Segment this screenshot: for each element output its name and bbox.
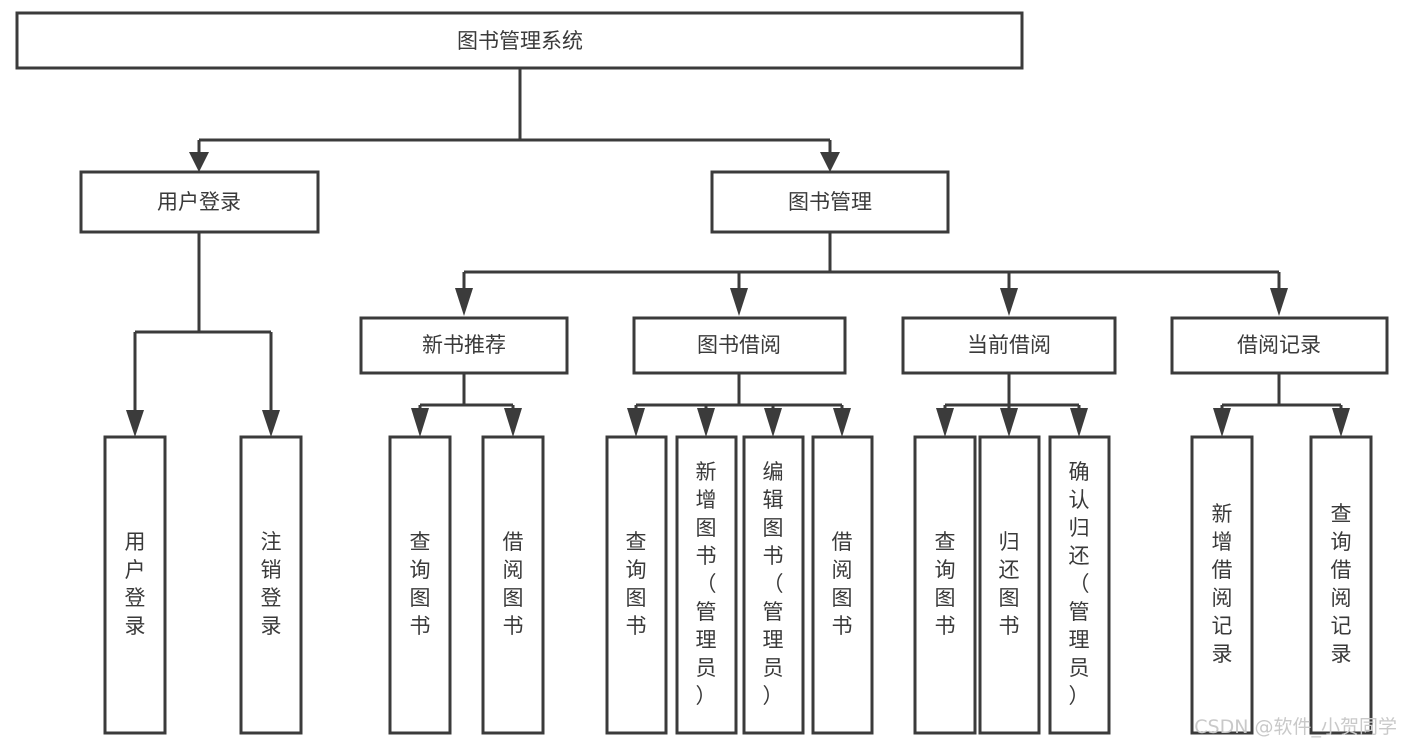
arrow-head-leaf-add-record [1213,408,1231,437]
node-leaf-query-book-1-box[interactable] [388,435,452,735]
arrow-head-leaf-query-record [1332,408,1350,437]
node-leaf-query-book-1[interactable]: 查询图书 [388,435,452,735]
arrow-head-leaf-confirm-return [1070,408,1088,437]
node-leaf-return-book[interactable]: 归还图书 [978,435,1041,735]
node-leaf-edit-book-label: 编辑图书（管理员） [763,460,784,708]
arrow-head-leaf-query-book-3 [936,408,954,437]
node-leaf-query-book-3[interactable]: 查询图书 [913,435,977,735]
arrow-head-current-borrow [1000,288,1018,316]
node-user-login-label: 用户登录 [157,190,241,214]
node-book-borrow[interactable]: 图书借阅 [632,316,847,375]
node-root-label: 图书管理系统 [457,29,583,53]
node-leaf-edit-book[interactable]: 编辑图书（管理员） [742,435,805,735]
node-leaf-user-logout[interactable]: 注销登录 [239,435,303,735]
node-leaf-borrow-book-2-label: 借阅图书 [832,530,853,638]
node-leaf-confirm-return-label: 确认归还（管理员） [1069,460,1090,708]
node-borrow-record-box[interactable] [1170,316,1389,375]
node-current-borrow[interactable]: 当前借阅 [901,316,1117,375]
node-leaf-user-login-label: 用户登录 [125,530,146,638]
csdn-watermark: CSDN @软件_小贺同学 [1194,716,1397,738]
node-leaf-add-record-box[interactable] [1190,435,1254,735]
node-leaf-return-book-box[interactable] [978,435,1041,735]
node-leaf-query-book-2[interactable]: 查询图书 [605,435,668,735]
node-new-book-recommend[interactable]: 新书推荐 [359,316,569,375]
node-leaf-query-record-label: 查询借阅记录 [1331,502,1352,666]
arrow-head-leaf-query-book-1 [411,408,429,437]
node-current-borrow-label: 当前借阅 [967,333,1051,357]
node-leaf-add-record-label: 新增借阅记录 [1212,502,1233,666]
node-leaf-user-login[interactable]: 用户登录 [103,435,167,735]
node-user-login[interactable]: 用户登录 [79,170,320,234]
node-leaf-query-book-3-label: 查询图书 [935,530,956,638]
connector-layer [126,68,1350,437]
node-leaf-user-logout-label: 注销登录 [261,530,282,638]
node-root[interactable]: 图书管理系统 [15,11,1024,70]
node-root-box[interactable] [15,11,1024,70]
node-new-book-recommend-label: 新书推荐 [422,333,506,357]
arrow-head-leaf-return-book [1000,408,1018,437]
node-borrow-record[interactable]: 借阅记录 [1170,316,1389,375]
node-leaf-query-book-1-label: 查询图书 [410,530,431,638]
node-book-manage-box[interactable] [710,170,950,234]
node-leaf-query-record[interactable]: 查询借阅记录 [1309,435,1373,735]
node-leaf-add-book[interactable]: 新增图书（管理员） [675,435,738,735]
arrow-head-leaf-borrow-book-2 [833,408,851,437]
node-book-borrow-label: 图书借阅 [697,333,781,357]
node-book-manage-label: 图书管理 [788,190,872,214]
arrow-head-leaf-borrow-book-1 [504,408,522,437]
arrow-head-new-book-recommend [455,288,473,316]
node-leaf-query-record-box[interactable] [1309,435,1373,735]
node-current-borrow-box[interactable] [901,316,1117,375]
arrow-head-book-manage [820,152,840,172]
node-leaf-query-book-2-box[interactable] [605,435,668,735]
node-borrow-record-label: 借阅记录 [1237,333,1321,357]
node-leaf-edit-book-box[interactable] [742,435,805,735]
node-leaf-borrow-book-2-box[interactable] [811,435,874,735]
arrow-head-leaf-query-book-2 [627,408,645,437]
node-leaf-add-record[interactable]: 新增借阅记录 [1190,435,1254,735]
node-leaf-borrow-book-1-label: 借阅图书 [503,530,524,638]
node-leaf-borrow-book-2[interactable]: 借阅图书 [811,435,874,735]
node-leaf-query-book-3-box[interactable] [913,435,977,735]
node-new-book-recommend-box[interactable] [359,316,569,375]
arrow-head-leaf-user-logout [262,410,280,437]
node-book-borrow-box[interactable] [632,316,847,375]
node-leaf-user-login-box[interactable] [103,435,167,735]
node-leaf-borrow-book-1-box[interactable] [481,435,545,735]
arrow-head-leaf-add-book [697,408,715,437]
arrow-head-user-login [189,152,209,172]
arrow-head-leaf-edit-book [764,408,782,437]
node-leaf-add-book-label: 新增图书（管理员） [696,460,717,708]
node-leaf-return-book-label: 归还图书 [999,530,1020,638]
arrow-head-book-borrow [730,288,748,316]
node-book-manage[interactable]: 图书管理 [710,170,950,234]
node-leaf-borrow-book-1[interactable]: 借阅图书 [481,435,545,735]
arrow-head-leaf-user-login [126,410,144,437]
node-leaf-confirm-return-box[interactable] [1048,435,1111,735]
arrow-head-borrow-record [1270,288,1288,316]
node-leaf-query-book-2-label: 查询图书 [626,530,647,638]
node-user-login-box[interactable] [79,170,320,234]
node-leaf-confirm-return[interactable]: 确认归还（管理员） [1048,435,1111,735]
node-leaf-add-book-box[interactable] [675,435,738,735]
node-leaf-user-logout-box[interactable] [239,435,303,735]
